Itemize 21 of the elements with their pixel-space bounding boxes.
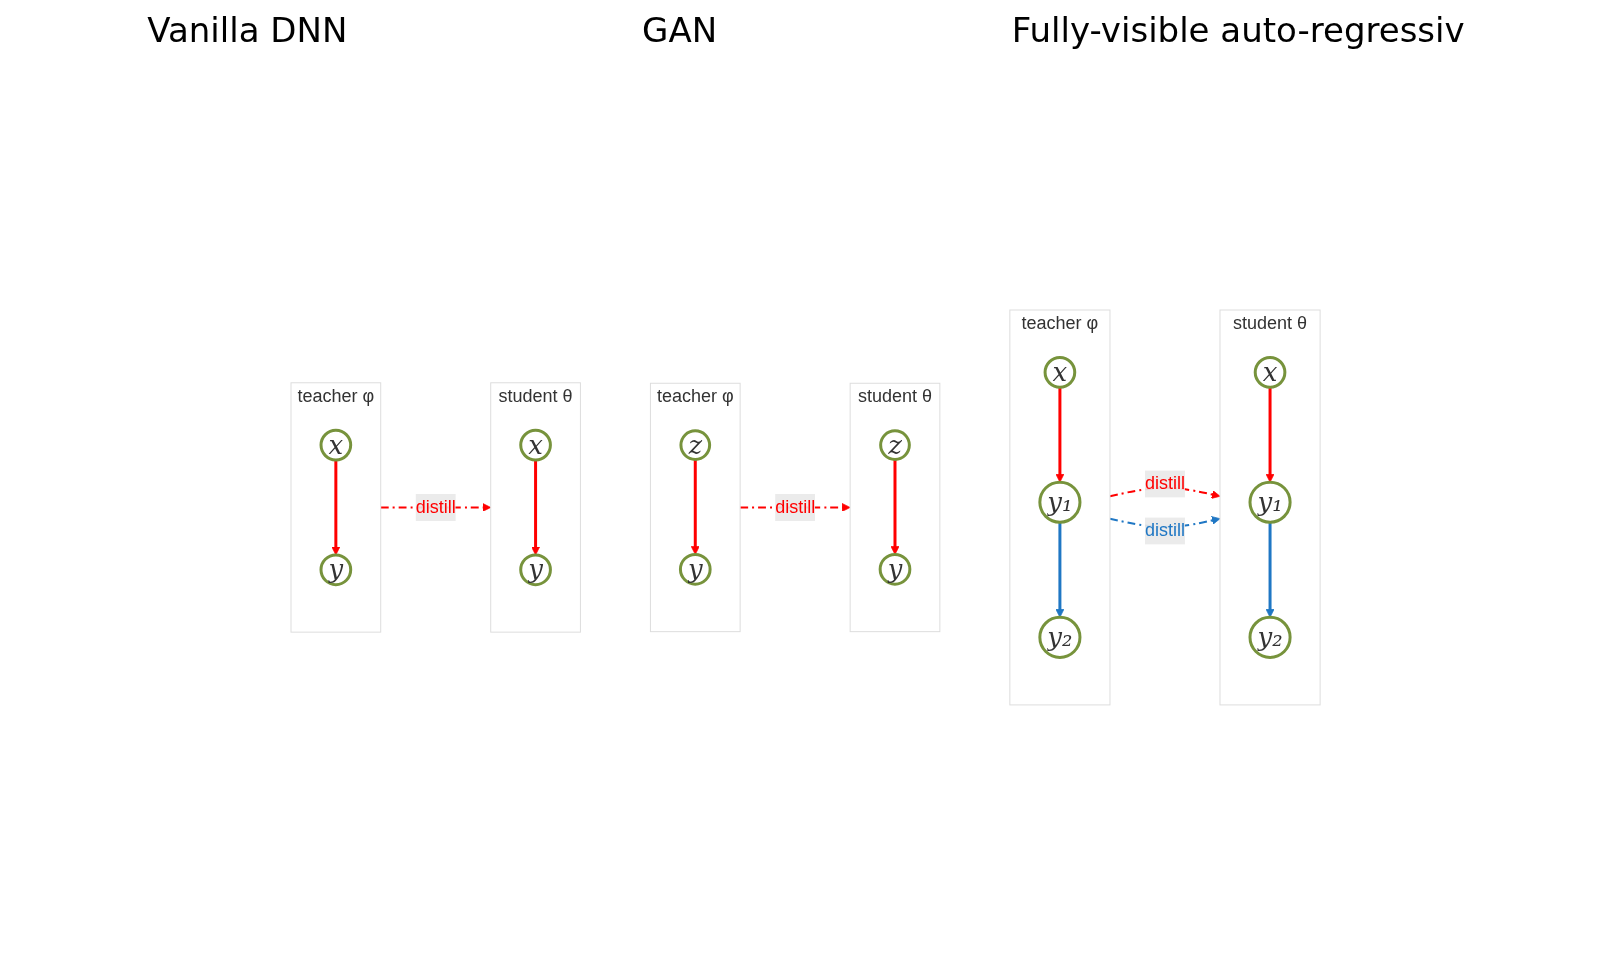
edge-label: distill bbox=[1145, 520, 1186, 541]
arrow bbox=[1055, 522, 1065, 618]
diagram-heading: Vanilla DNN bbox=[147, 10, 348, 50]
arrow bbox=[1266, 387, 1275, 483]
node-circle: z bbox=[879, 429, 912, 461]
edge-label: distill bbox=[416, 496, 457, 517]
arrow bbox=[1055, 387, 1065, 483]
edge-label: distill bbox=[1145, 473, 1186, 494]
node-circle: x bbox=[519, 428, 553, 462]
node-circle: x bbox=[319, 428, 353, 462]
arrow bbox=[531, 460, 541, 556]
node-circle: x bbox=[1254, 356, 1287, 389]
node-circle: x bbox=[1044, 356, 1077, 389]
arrow bbox=[691, 459, 701, 555]
node-circle: z bbox=[679, 429, 712, 461]
arrow bbox=[891, 459, 900, 555]
diagram-heading: GAN bbox=[642, 10, 718, 50]
arrow bbox=[331, 460, 341, 556]
arrow bbox=[1266, 522, 1275, 618]
diagram-heading: Fully-visible auto-regressiv bbox=[1011, 10, 1465, 50]
edge-label: distill bbox=[775, 496, 816, 517]
